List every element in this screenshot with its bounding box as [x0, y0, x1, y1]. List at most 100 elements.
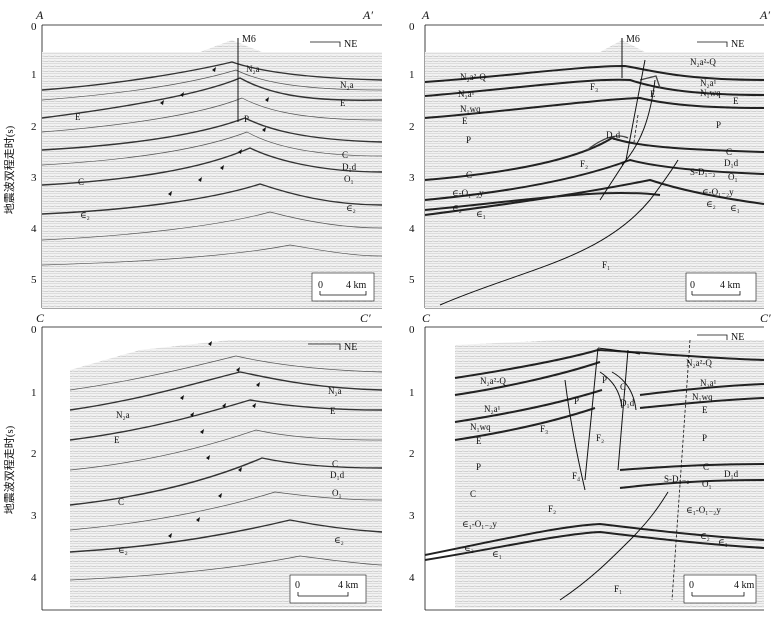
fault-label: F₄ [572, 471, 580, 481]
horizon-label: E [75, 112, 81, 122]
scale-bar-zero: 0 [318, 280, 323, 291]
horizon-label: ∈₂ [700, 531, 710, 541]
horizon-label: ∈₁ [476, 209, 486, 219]
y-tick: 4 [31, 223, 37, 235]
scale-bar-label: 4 km [734, 580, 755, 591]
well-label: M6 [242, 34, 256, 45]
horizon-label: N₂a¹ [484, 404, 501, 414]
horizon-label: ∈₂ [80, 210, 90, 220]
panel-right-label: A′ [362, 8, 373, 22]
horizon-label: E [702, 405, 708, 415]
horizon-label: ∈₁-O₁₋₂y [462, 519, 497, 529]
horizon-label: D₁d [330, 470, 345, 480]
horizon-label: N₂a²-Q [460, 72, 486, 82]
y-tick: 3 [409, 172, 415, 184]
y-tick: 1 [409, 69, 415, 81]
horizon-label: C [466, 170, 472, 180]
horizon-label: N₁wq [460, 104, 481, 114]
horizon-label: O₁ [728, 172, 738, 182]
fault-label: F₃ [540, 424, 548, 434]
horizon-label: C [332, 459, 338, 469]
horizon-label: C [470, 489, 476, 499]
horizon-label: C [118, 497, 124, 507]
horizon-label: P [476, 462, 481, 472]
direction-label: NE [344, 39, 357, 50]
y-tick: 4 [409, 572, 415, 584]
y-tick: 0 [409, 324, 415, 336]
y-tick: 2 [31, 448, 37, 460]
horizon-label: E [476, 436, 482, 446]
direction-label: NE [731, 39, 744, 50]
horizon-label: N₂a²-Q [690, 57, 716, 67]
scale-bar-zero: 0 [295, 580, 300, 591]
horizon-label: D₁d [620, 398, 635, 408]
horizon-label: N₂a²-Q [686, 358, 712, 368]
fault-label: F₁ [602, 260, 610, 270]
panel-a-uninterpreted: A A′ 0 1 2 3 4 5 M6 NE N₂a [31, 8, 383, 309]
horizon-label: ∈₁ [718, 537, 728, 547]
y-tick: 0 [409, 21, 415, 33]
panel-a-interpreted: A A′ 0 1 2 3 4 5 M6 [409, 8, 770, 309]
horizon-label: ∈₂ [118, 545, 128, 555]
seismic-section [42, 40, 382, 308]
horizon-label: C [342, 150, 348, 160]
horizon-label: ∈₁ [492, 549, 502, 559]
horizon-label: D₁d [724, 158, 739, 168]
horizon-label: D₁d [342, 162, 357, 172]
horizon-label: ∈-O₁₋₂y [702, 187, 734, 197]
horizon-label: P [574, 396, 579, 406]
horizon-label: N₁wq [692, 392, 713, 402]
horizon-label: C [703, 462, 709, 472]
y-tick: 5 [409, 274, 415, 286]
horizon-label: P [602, 375, 607, 385]
panel-c-interpreted: C C′ 0 1 2 3 4 [409, 311, 771, 611]
scale-bar-label: 4 km [720, 280, 741, 291]
horizon-label: C [620, 382, 626, 392]
well-label: M6 [626, 34, 640, 45]
y-axis-label-top: 地震波双程走时(s) [3, 125, 16, 214]
horizon-label: O₁ [332, 488, 342, 498]
horizon-label: P [702, 433, 707, 443]
horizon-label: ∈₂ [706, 199, 716, 209]
panel-c-uninterpreted: C C′ 0 1 2 3 4 NE N₂a E C ∈₂ N₂a [31, 311, 383, 611]
fault-label: F₂ [596, 433, 604, 443]
y-tick: 1 [409, 387, 415, 399]
horizon-label: N₂a [246, 64, 260, 74]
panel-left-label: C [422, 311, 431, 325]
horizon-label: N₂a²-Q [480, 376, 506, 386]
panel-left-label: C [36, 311, 45, 325]
scale-bar-zero: 0 [689, 580, 694, 591]
horizon-label: N₂a¹ [458, 89, 475, 99]
y-tick: 4 [409, 223, 415, 235]
horizon-label: E [462, 116, 468, 126]
y-tick: 0 [31, 21, 37, 33]
y-tick: 4 [31, 572, 37, 584]
y-tick: 0 [31, 324, 37, 336]
scale-bar-zero: 0 [690, 280, 695, 291]
y-axis-label-bottom: 地震波双程走时(s) [3, 425, 16, 514]
horizon-label: C [78, 177, 84, 187]
horizon-label: E [340, 98, 346, 108]
horizon-label: ∈₂ [452, 203, 462, 213]
horizon-label: N₂a [328, 386, 342, 396]
y-tick: 2 [409, 121, 415, 133]
horizon-label: E [733, 96, 739, 106]
horizon-label: ∈₁-O₁₋₂y [686, 505, 721, 515]
scale-bar-label: 4 km [346, 280, 367, 291]
horizon-label: N₂a [116, 410, 130, 420]
horizon-label: P [466, 135, 471, 145]
direction-label: NE [344, 342, 357, 353]
horizon-label: E [650, 89, 656, 99]
fault-label: F₂ [580, 159, 588, 169]
horizon-label: ∈₂ [464, 543, 474, 553]
panel-right-label: C′ [760, 311, 771, 325]
seismic-section [425, 40, 764, 308]
y-tick: 5 [31, 274, 37, 286]
y-tick: 1 [31, 69, 37, 81]
y-tick: 2 [409, 448, 415, 460]
horizon-label: S-D₁₋₂ [690, 167, 716, 177]
fault-label: F₃ [590, 82, 598, 92]
panel-right-label: A′ [759, 8, 770, 22]
horizon-label: N₁wq [470, 422, 491, 432]
horizon-label: E [114, 435, 120, 445]
